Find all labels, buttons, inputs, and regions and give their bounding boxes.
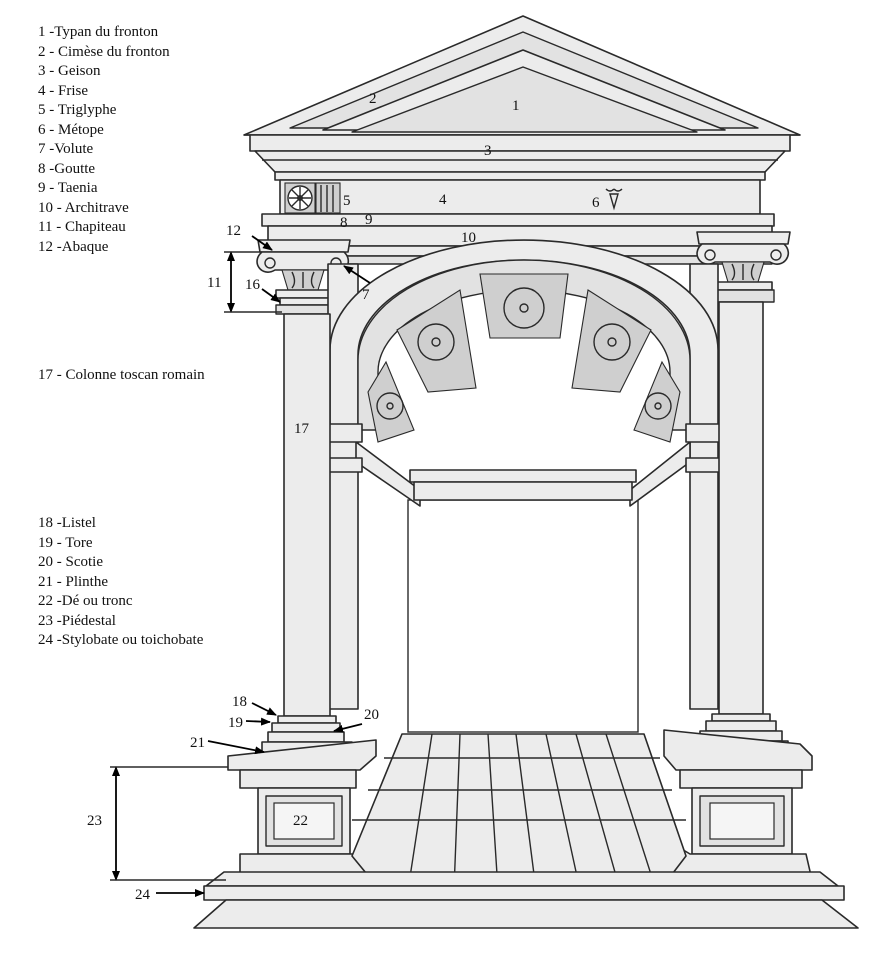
callout-8: 8 xyxy=(340,215,348,231)
right-pedestal xyxy=(663,729,813,881)
legend-top: 1 -Typan du fronton 2 - Cimèse du fronto… xyxy=(38,23,170,257)
legend-item: 17 - Colonne toscan romain xyxy=(38,367,205,383)
arrow-18 xyxy=(251,702,277,716)
legend-item: 11 - Chapiteau xyxy=(38,219,126,235)
legend-item: 21 - Plinthe xyxy=(38,573,109,590)
callout-10: 10 xyxy=(461,230,476,246)
arrow-21 xyxy=(207,740,265,755)
callout-21: 21 xyxy=(190,735,205,751)
legend-bottom: 18 -Listel 19 - Tore 20 - Scotie 21 - Pl… xyxy=(38,514,203,651)
callout-18: 18 xyxy=(232,694,247,710)
callout-2: 2 xyxy=(369,91,377,107)
right-capital xyxy=(696,231,791,303)
callout-4: 4 xyxy=(439,192,447,208)
callout-7: 7 xyxy=(362,287,370,303)
arrow-20 xyxy=(333,723,363,733)
callout-5: 5 xyxy=(343,193,351,209)
legend-item: 8 -Goutte xyxy=(38,160,96,177)
floor xyxy=(351,733,687,891)
arch xyxy=(329,239,719,443)
left-pedestal xyxy=(227,739,381,881)
legend-item: 5 - Triglyphe xyxy=(38,102,117,118)
legend-item: 7 -Volute xyxy=(38,141,94,157)
callout-22: 22 xyxy=(293,813,308,829)
leader-arrows xyxy=(110,235,371,897)
legend-item: 24 -Stylobate ou toichobate xyxy=(38,632,204,648)
legend-item: 18 -Listel xyxy=(38,515,96,531)
legend-item: 10 - Architrave xyxy=(38,199,129,216)
legend-item: 3 - Geison xyxy=(38,63,101,79)
legend-item: 1 -Typan du fronton xyxy=(38,24,159,40)
callout-23: 23 xyxy=(87,813,102,829)
legend-item: 6 - Métope xyxy=(38,121,104,138)
legend-item: 12 -Abaque xyxy=(38,238,109,255)
pediment xyxy=(243,15,801,136)
arrow-19 xyxy=(245,717,271,726)
legend-mid: 17 - Colonne toscan romain xyxy=(38,366,205,386)
impost xyxy=(325,423,723,507)
callout-24: 24 xyxy=(135,887,151,903)
left-column-shaft xyxy=(283,313,331,717)
arrow-12 xyxy=(251,235,273,251)
callouts: 1 2 3 4 5 6 7 8 9 10 11 12 16 17 18 19 2… xyxy=(87,91,600,903)
arch-opening xyxy=(407,499,639,733)
callout-9: 9 xyxy=(365,212,373,228)
frieze xyxy=(274,171,766,221)
legend-item: 9 - Taenia xyxy=(38,180,98,196)
right-column-shaft xyxy=(718,301,764,715)
legend-item: 20 - Scotie xyxy=(38,554,103,570)
arrow-7 xyxy=(343,265,371,284)
legend-item: 22 -Dé ou tronc xyxy=(38,593,133,609)
callout-20: 20 xyxy=(364,707,379,723)
legend-item: 19 - Tore xyxy=(38,534,93,551)
legend-item: 4 - Frise xyxy=(38,82,88,99)
callout-6: 6 xyxy=(592,195,600,211)
callout-19: 19 xyxy=(228,715,243,731)
arrow-16 xyxy=(261,288,281,303)
callout-11: 11 xyxy=(207,275,221,291)
stylobate xyxy=(193,871,859,929)
legend-item: 2 - Cimèse du fronton xyxy=(38,43,170,60)
callout-16: 16 xyxy=(245,277,261,293)
callout-12: 12 xyxy=(226,223,241,239)
callout-17: 17 xyxy=(294,421,310,437)
geison xyxy=(249,134,791,173)
callout-1: 1 xyxy=(512,98,520,114)
legend-item: 23 -Piédestal xyxy=(38,612,116,629)
callout-3: 3 xyxy=(484,143,492,159)
